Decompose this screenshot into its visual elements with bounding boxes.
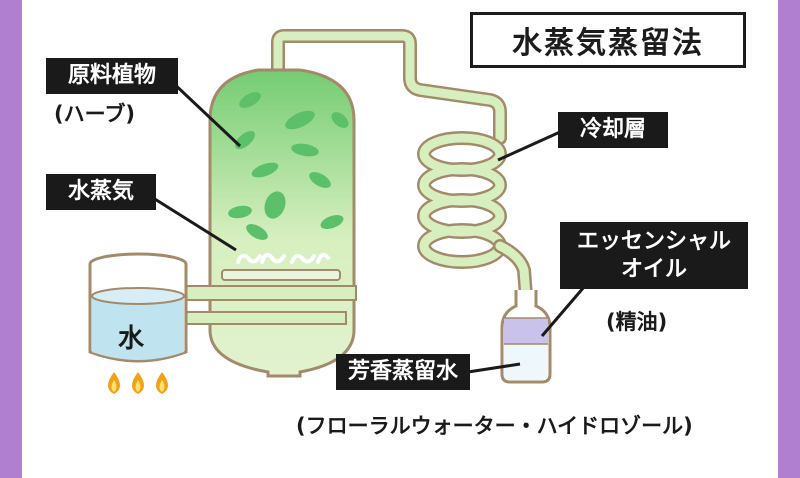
diagram-title: 水蒸気蒸留法 (470, 12, 746, 68)
herb-leaves (228, 92, 349, 240)
cooling-coil (417, 131, 533, 303)
label-essential-oil-line2: オイル (620, 256, 687, 282)
steam-wisps (236, 252, 330, 264)
vapor-tube (271, 29, 507, 145)
label-essential-oil: エッセンシャル オイル (560, 222, 748, 289)
label-plant-material-note: (ハーブ) (54, 102, 135, 126)
label-water: 水 (118, 324, 145, 354)
label-cooling-layer: 冷却層 (558, 112, 668, 148)
label-essential-oil-line1: エッセンシャル (576, 229, 731, 254)
collection-flask (500, 290, 552, 384)
label-essential-oil-note: (精油) (606, 310, 668, 334)
steam-pipe (185, 285, 357, 325)
water-pot (88, 252, 188, 363)
burner-flames (108, 372, 168, 394)
label-aromatic-water-note: (フローラルウォーター・ハイドロゾール) (296, 414, 693, 438)
label-aromatic-water: 芳香蒸留水 (336, 354, 470, 390)
label-plant-material: 原料植物 (46, 58, 178, 94)
leader-lines (149, 78, 592, 374)
label-steam: 水蒸気 (46, 174, 156, 210)
distillation-vessel (208, 68, 356, 378)
